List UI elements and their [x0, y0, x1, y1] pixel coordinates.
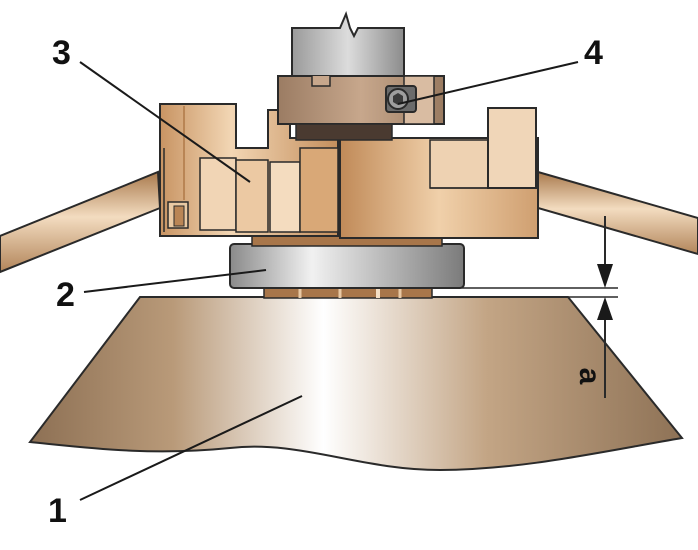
- callout-3: 3: [52, 34, 71, 72]
- leader-line-3: [79, 61, 251, 183]
- top-metal-piece: [291, 11, 405, 77]
- leader-line-4: [397, 61, 579, 105]
- base-body: [28, 296, 684, 472]
- leader-line-2: [83, 269, 267, 293]
- dimension-marker: [460, 216, 618, 398]
- right-rod: [537, 170, 698, 256]
- callout-4: 4: [584, 34, 603, 72]
- callout-2: 2: [56, 276, 75, 314]
- leader-line-1: [79, 395, 303, 501]
- hex-screw: [385, 85, 417, 113]
- callout-1: 1: [48, 492, 67, 530]
- dimension-label: a: [573, 368, 606, 385]
- metal-pad: [229, 243, 465, 289]
- left-rod: [0, 170, 162, 274]
